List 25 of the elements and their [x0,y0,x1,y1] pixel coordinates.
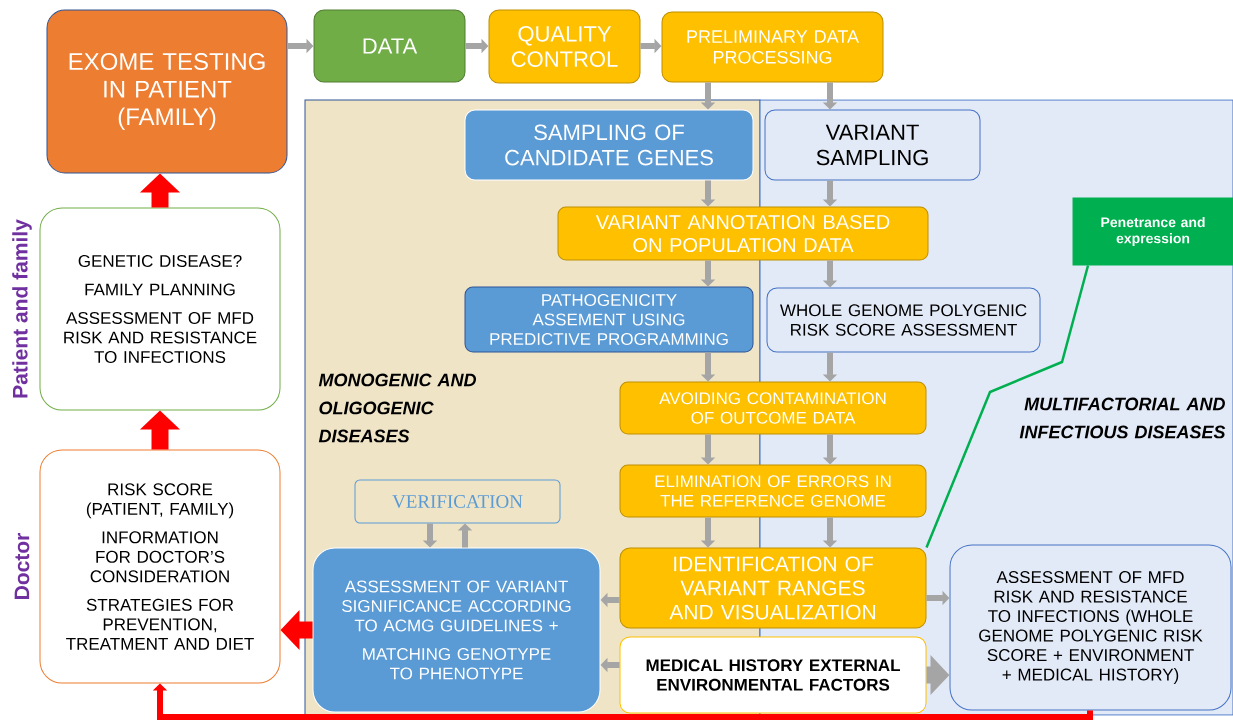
process-box: ASSESSMENT OF VARIANT SIGNIFICANCE ACCORDING TO ACMG GUIDELINES + MATCHING GENOTYPE TO PHENOTYPE [312,547,601,713]
panel-heading: MULTIFACTORIAL AND INFECTIOUS DISEASES [1019,397,1226,439]
process-box: SAMPLING OF CANDIDATE GENES [464,109,754,181]
process-box: EXOME TESTING IN PATIENT (FAMILY) [46,9,288,174]
note-box: Penetrance and expression [1072,197,1233,266]
process-box: PATHOGENICITY ASSEMENT USING PREDICTIVE PROGRAMMING [464,286,754,353]
process-box: AVOIDING CONTAMINATION OF OUTCOME DATA [619,381,927,435]
process-box: ELIMINATION OF ERRORS IN THE REFERENCE GENOME [619,464,927,518]
process-box: MEDICAL HISTORY EXTERNAL ENVIRONMENTAL FACTORS [619,636,927,714]
info-box: RISK SCORE (PATIENT, FAMILY) INFORMATION FOR DOCTOR’S CONSIDERATION STRATEGIES FOR PREVENTION, TREATMENT AND DIET [39,449,281,684]
process-box: ASSESSMENT OF MFD RISK AND RESISTANCE TO INFECTIONS (WHOLE GENOME POLYGENIC RISK SCORE + ENVIRONMENT + MEDICAL HISTORY) [949,544,1232,711]
process-box: WHOLE GENOME POLYGENIC RISK SCORE ASSESSMENT [766,287,1041,353]
process-box: VARIANT ANNOTATION BASED ON POPULATION DATA [557,206,929,261]
side-label: Doctor [14,533,30,599]
process-box: VERIFICATION [354,479,561,524]
process-box: PRELIMINARY DATA PROCESSING [661,11,884,83]
process-box: VARIANT SAMPLING [764,109,981,181]
panel-heading: MONOGENIC AND OLIGOGENIC DISEASES [318,373,477,443]
process-box: QUALITY CONTROL [488,9,641,84]
process-box: IDENTIFICATION OF VARIANT RANGES AND VISUALIZATION [619,547,927,629]
connector-line [925,265,1090,548]
process-box: DATA [313,9,466,83]
side-label: Patient and family [12,219,32,398]
info-box: GENETIC DISEASE? FAMILY PLANNING ASSESSMENT OF MFD RISK AND RESISTANCE TO INFECTIONS [39,207,281,411]
arrow [152,683,1093,720]
